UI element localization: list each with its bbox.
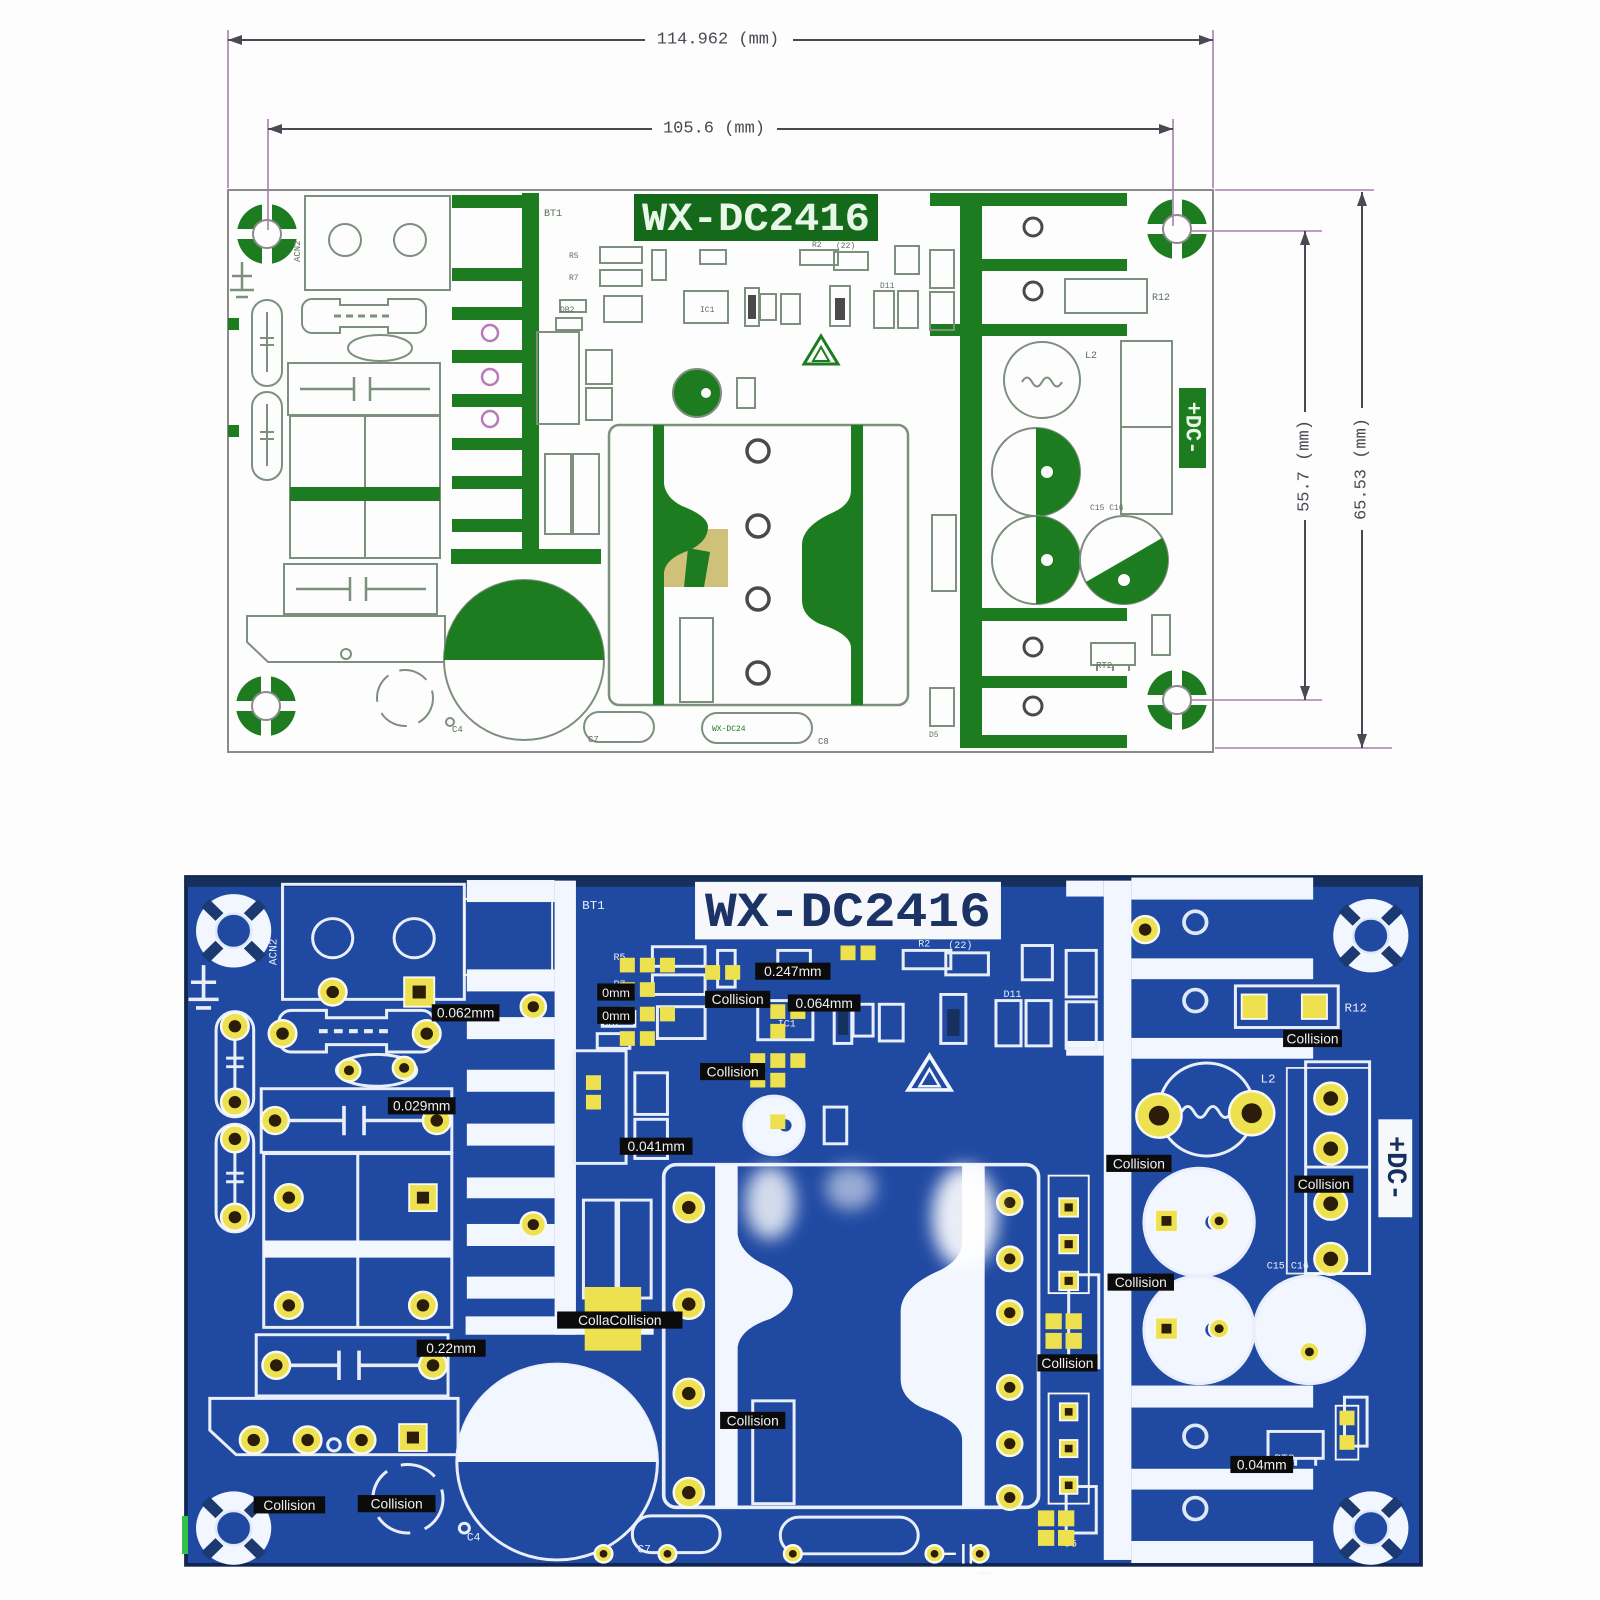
svg-text:0.247mm: 0.247mm	[764, 964, 821, 979]
svg-text:C15 C16: C15 C16	[1267, 1261, 1309, 1272]
svg-text:Collision: Collision	[1041, 1356, 1093, 1371]
svg-text:105.6 (mm): 105.6 (mm)	[663, 120, 765, 139]
svg-text:WX-DC2416: WX-DC2416	[705, 885, 991, 940]
svg-text:(22): (22)	[836, 242, 855, 251]
svg-text:C15 C16: C15 C16	[1090, 504, 1124, 513]
svg-text:Collision: Collision	[1115, 1275, 1167, 1290]
svg-text:55.7 (mm): 55.7 (mm)	[1296, 420, 1315, 512]
svg-text:L2: L2	[1085, 351, 1097, 362]
svg-text:0mm: 0mm	[602, 986, 630, 1000]
svg-text:Collision: Collision	[1287, 1032, 1339, 1047]
svg-text:Collision: Collision	[727, 1413, 779, 1428]
svg-text:C4: C4	[467, 1532, 481, 1544]
svg-text:C4: C4	[452, 725, 463, 735]
svg-text:C7: C7	[637, 1545, 651, 1557]
svg-text:0.064mm: 0.064mm	[795, 996, 852, 1011]
svg-text:ACN2: ACN2	[293, 240, 303, 262]
svg-text:0.04mm: 0.04mm	[1237, 1458, 1287, 1473]
svg-text:C7: C7	[588, 735, 599, 745]
svg-text:(22): (22)	[948, 940, 972, 951]
svg-text:0.062mm: 0.062mm	[437, 1006, 494, 1021]
svg-text:0.22mm: 0.22mm	[426, 1341, 476, 1356]
svg-text:Collision: Collision	[371, 1497, 423, 1512]
svg-text:L2: L2	[1261, 1073, 1276, 1087]
svg-text:D11: D11	[880, 282, 895, 291]
svg-text:ACN2: ACN2	[268, 939, 280, 965]
svg-text:DB2: DB2	[560, 306, 575, 315]
svg-text:D5: D5	[929, 731, 939, 740]
svg-text:65.53 (mm): 65.53 (mm)	[1353, 418, 1372, 520]
svg-text:WX-DC24: WX-DC24	[712, 725, 746, 734]
svg-text:WX-DC2416: WX-DC2416	[642, 198, 870, 243]
svg-text:Collision: Collision	[1298, 1177, 1350, 1192]
svg-text:C8: C8	[818, 737, 829, 747]
svg-text:Collision: Collision	[263, 1498, 315, 1513]
svg-text:R5: R5	[614, 952, 626, 963]
svg-text:IC1: IC1	[778, 1018, 796, 1029]
svg-text:D11: D11	[1003, 989, 1021, 1000]
svg-text:Collision: Collision	[707, 1065, 759, 1080]
svg-text:IC1: IC1	[700, 306, 715, 315]
svg-text:R12: R12	[1345, 1002, 1368, 1016]
svg-text:R7: R7	[569, 274, 579, 283]
svg-text:+DC-: +DC-	[1379, 1136, 1410, 1201]
svg-text:BT1: BT1	[582, 899, 605, 913]
svg-text:0.041mm: 0.041mm	[627, 1139, 684, 1154]
svg-text:114.962 (mm): 114.962 (mm)	[657, 31, 779, 50]
svg-text:R5: R5	[569, 252, 579, 261]
svg-text:+DC-: +DC-	[1180, 402, 1205, 455]
svg-text:CollaCollision: CollaCollision	[578, 1313, 661, 1328]
svg-text:0.029mm: 0.029mm	[393, 1099, 450, 1114]
svg-text:Collision: Collision	[712, 992, 764, 1007]
svg-text:BT1: BT1	[544, 209, 562, 220]
svg-text:RT2: RT2	[1096, 661, 1112, 671]
svg-text:R2: R2	[918, 939, 930, 950]
svg-text:R12: R12	[1152, 293, 1170, 304]
svg-text:0mm: 0mm	[602, 1009, 630, 1023]
svg-text:Collision: Collision	[1113, 1156, 1165, 1171]
svg-text:R2: R2	[812, 241, 822, 250]
